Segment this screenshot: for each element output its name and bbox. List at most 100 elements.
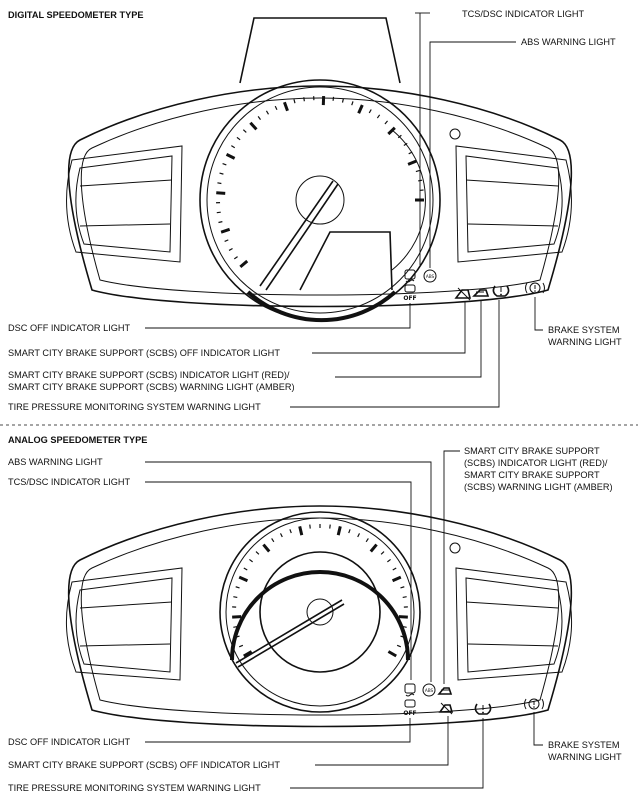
analog-gauge-tick — [392, 567, 397, 571]
analog-label-abs: ABS WARNING LIGHT — [8, 457, 103, 467]
digital-gauge-tick — [217, 182, 222, 185]
digital-gauge-tick — [231, 145, 236, 149]
digital-gauge-tick — [222, 163, 227, 166]
digital-scbs-off-leader — [312, 302, 466, 354]
analog-cluster — [65, 505, 573, 728]
digital-left-display — [65, 145, 183, 263]
analog-gauge-tick — [262, 543, 271, 553]
digital-hood — [239, 17, 401, 84]
svg-text:ABS: ABS — [425, 688, 434, 693]
digital-gauge-tick — [303, 97, 305, 102]
digital-section-title: DIGITAL SPEEDOMETER TYPE — [8, 10, 143, 20]
analog-right-display — [455, 567, 573, 681]
digital-brake-icon — [525, 282, 545, 294]
digital-gauge-tick — [265, 110, 270, 115]
analog-gauge-tick — [255, 551, 260, 555]
digital-gauge-tick — [249, 121, 258, 131]
digital-label-brake-2: WARNING LIGHT — [548, 337, 622, 347]
analog-label-scbs-off: SMART CITY BRAKE SUPPORT (SCBS) OFF INDI… — [8, 760, 280, 770]
digital-gauge-tick — [384, 120, 388, 125]
analog-label-scbs-indicator-3: SMART CITY BRAKE SUPPORT — [464, 470, 600, 480]
analog-section-title: ANALOG SPEEDOMETER TYPE — [8, 435, 147, 445]
analog-label-scbs-indicator-1: SMART CITY BRAKE SUPPORT — [464, 446, 600, 456]
digital-gauge-tick — [283, 101, 289, 112]
digital-abs-leader — [429, 41, 516, 268]
analog-gauge-tick — [238, 644, 244, 648]
analog-gauge-bezel — [219, 511, 421, 713]
analog-gauge-tick — [348, 529, 351, 534]
analog-brake-leader — [533, 712, 543, 746]
digital-gauge-tick — [216, 191, 226, 195]
analog-gauge-hub — [306, 598, 334, 626]
digital-gauge-tick — [351, 101, 354, 106]
digital-label-scbs-indicator-1: SMART CITY BRAKE SUPPORT (SCBS) INDICATO… — [8, 370, 290, 380]
analog-dsc-off-leader — [145, 718, 411, 743]
digital-dsc-off-leader — [145, 303, 411, 329]
digital-gauge-arc — [246, 290, 397, 323]
analog-gauge-tick — [357, 533, 361, 538]
digital-gauge-tick — [242, 129, 247, 133]
analog-abs-icon: ABS — [422, 683, 436, 697]
analog-label-tcs-dsc: TCS/DSC INDICATOR LIGHT — [8, 477, 131, 487]
digital-gauge-tick — [415, 169, 420, 173]
analog-gauge-tick — [233, 596, 238, 599]
digital-label-tpms: TIRE PRESSURE MONITORING SYSTEM WARNING … — [8, 402, 261, 412]
digital-gauge-tick — [220, 227, 231, 234]
analog-label-brake-1: BRAKE SYSTEM — [548, 740, 619, 750]
analog-gauge-tick — [298, 526, 304, 536]
digital-tcs-dsc-icon — [404, 269, 416, 283]
analog-scbs-off-icon — [438, 702, 454, 715]
digital-label-dsc-off: DSC OFF INDICATOR LIGHT — [8, 323, 131, 333]
analog-tcs-dsc-icon — [404, 683, 416, 697]
analog-gauge-tick — [391, 575, 402, 583]
svg-text:OFF: OFF — [403, 710, 416, 717]
analog-gauge-tick — [387, 650, 397, 658]
analog-inner-ring — [259, 551, 381, 673]
digital-gauge-tick — [274, 105, 278, 110]
digital-gauge-tick — [219, 172, 224, 175]
digital-right-display — [455, 145, 573, 263]
analog-housing-inner — [80, 517, 560, 716]
digital-brake-leader — [534, 297, 543, 331]
analog-tcs-dsc-leader — [145, 481, 412, 680]
digital-gauge-tick — [376, 114, 381, 119]
analog-scbs-indicator-icon — [437, 687, 453, 695]
digital-label-scbs-indicator-2: SMART CITY BRAKE SUPPORT (SCBS) WARNING … — [8, 382, 295, 392]
analog-gauge-ticks — [232, 524, 408, 658]
analog-gauge-tick — [387, 558, 391, 563]
digital-label-tcs-dsc: TCS/DSC INDICATOR LIGHT — [462, 9, 585, 19]
analog-gauge-tick — [235, 586, 240, 589]
digital-scbs-indicator-leader — [335, 300, 482, 378]
digital-gauge-tick — [387, 126, 396, 136]
analog-gauge-arc — [230, 570, 410, 661]
analog-gauge-tick — [400, 586, 405, 589]
digital-gauge-tick — [224, 239, 229, 243]
analog-gauge-tick — [380, 551, 385, 555]
digital-gauge-tick — [225, 153, 236, 160]
analog-gauge-tick — [289, 529, 292, 534]
analog-left-display — [65, 567, 183, 681]
digital-gauge-tick — [228, 247, 233, 251]
digital-gauge-tick — [236, 136, 241, 141]
digital-gauge-ticks — [216, 96, 424, 268]
digital-scbs-indicator-icon — [472, 289, 490, 297]
digital-speed-display — [299, 231, 393, 291]
analog-gauge-tick — [243, 650, 253, 658]
digital-gauge-tick — [357, 104, 364, 114]
digital-dsc-off-icon: OFF — [403, 284, 417, 302]
analog-gauge-tick — [238, 575, 249, 583]
analog-gauge-tick — [396, 644, 402, 648]
digital-gauge-tick — [407, 159, 417, 166]
digital-label-scbs-off: SMART CITY BRAKE SUPPORT (SCBS) OFF INDI… — [8, 348, 280, 358]
analog-gauge-tick — [369, 543, 378, 553]
digital-label-abs: ABS WARNING LIGHT — [521, 37, 616, 47]
analog-reset-knob — [449, 542, 461, 554]
analog-scbs-indicator-leader — [443, 450, 460, 684]
analog-housing-outer — [67, 505, 573, 728]
analog-tpms-icon — [474, 703, 492, 715]
digital-housing-inner — [80, 97, 560, 296]
analog-gauge-tick — [279, 533, 283, 538]
analog-needle — [235, 599, 343, 664]
digital-gauge-tick — [332, 96, 335, 101]
